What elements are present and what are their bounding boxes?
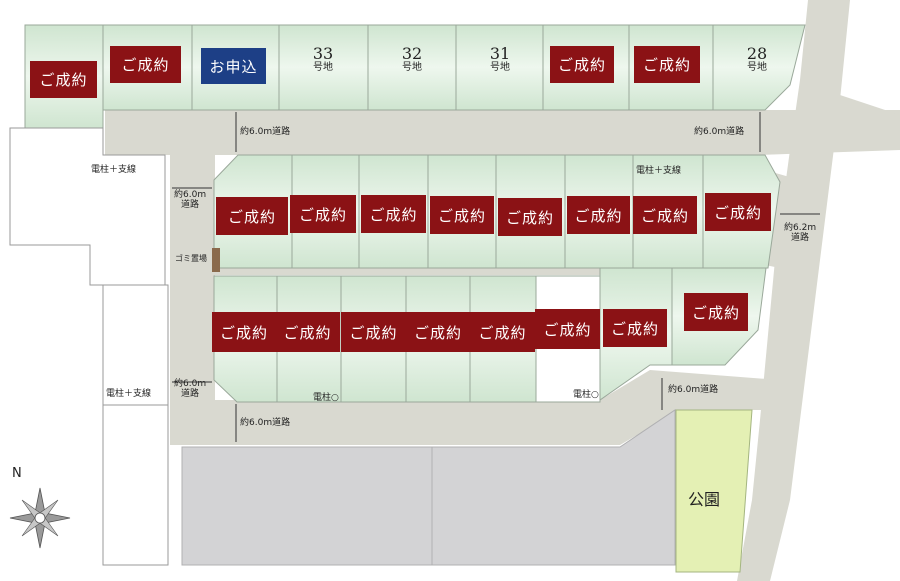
- status-lot-top-1[interactable]: ご成約: [30, 61, 97, 98]
- lot-28: [712, 24, 806, 111]
- road-label-top-left: 約6.0m道路: [240, 127, 291, 137]
- compass-rose: [9, 487, 71, 549]
- status-lot-l1[interactable]: ご成約: [212, 312, 276, 352]
- lot-32: [367, 24, 457, 111]
- compass-north-label: N: [12, 466, 22, 481]
- left-parcel-low: [102, 404, 169, 566]
- gray-lot-right: [431, 409, 676, 566]
- status-lot-l4[interactable]: ご成約: [406, 312, 470, 352]
- loop-bottom-road: [170, 370, 780, 445]
- road-label-loop-right: 約6.0m道路: [668, 385, 719, 395]
- gray-lots: [181, 409, 676, 566]
- status-lot-top-2[interactable]: ご成約: [110, 46, 181, 83]
- status-lot-l6[interactable]: ご成約: [535, 309, 600, 349]
- status-lot-m5[interactable]: ご成約: [498, 198, 562, 236]
- roads: [105, 0, 900, 581]
- status-lot-m6[interactable]: ご成約: [567, 196, 630, 234]
- left-road: [170, 155, 215, 415]
- road-label-bottom: 約6.0m道路: [240, 418, 291, 428]
- status-lot-m3[interactable]: ご成約: [361, 195, 426, 233]
- pole-label-bottom: 電柱○: [313, 393, 339, 403]
- road-label-top-right: 約6.0m道路: [694, 127, 745, 137]
- park-label: 公園: [688, 490, 721, 509]
- garbage-spot: [212, 248, 220, 272]
- status-lot-top-7[interactable]: ご成約: [550, 46, 614, 83]
- status-lot-l3[interactable]: ご成約: [341, 312, 406, 352]
- dimension-arrows: [172, 112, 820, 442]
- lot-31: [455, 24, 544, 111]
- left-parcels: [9, 127, 169, 566]
- status-lot-top-8[interactable]: ご成約: [634, 46, 700, 83]
- pole-wire-label-left-lower: 電柱＋支線: [106, 389, 152, 399]
- branch-road-right: [830, 95, 900, 150]
- pole-wire-label-left-upper: 電柱＋支線: [91, 165, 137, 175]
- lot-33: [278, 24, 369, 111]
- status-lot-l2[interactable]: ご成約: [275, 312, 340, 352]
- status-lot-m2[interactable]: ご成約: [290, 195, 356, 233]
- gray-lot-left: [181, 446, 433, 566]
- status-lot-l8[interactable]: ご成約: [684, 293, 748, 331]
- status-lot-top-3[interactable]: お申込: [201, 48, 266, 84]
- left-parcel-mid: [102, 284, 169, 406]
- garbage-label: ゴミ置場: [175, 254, 207, 263]
- status-lot-m8[interactable]: ご成約: [705, 193, 771, 231]
- status-lot-m4[interactable]: ご成約: [430, 196, 494, 234]
- pole-wire-label-middle: 電柱＋支線: [636, 166, 682, 176]
- status-lot-m7[interactable]: ご成約: [633, 196, 697, 234]
- status-lot-m1[interactable]: ご成約: [216, 197, 288, 235]
- park-area: [675, 409, 753, 573]
- top-road: [105, 110, 900, 155]
- status-lot-l7[interactable]: ご成約: [603, 309, 667, 347]
- pole-label-right: 電柱○: [573, 390, 599, 400]
- status-lot-l5[interactable]: ご成約: [470, 312, 535, 352]
